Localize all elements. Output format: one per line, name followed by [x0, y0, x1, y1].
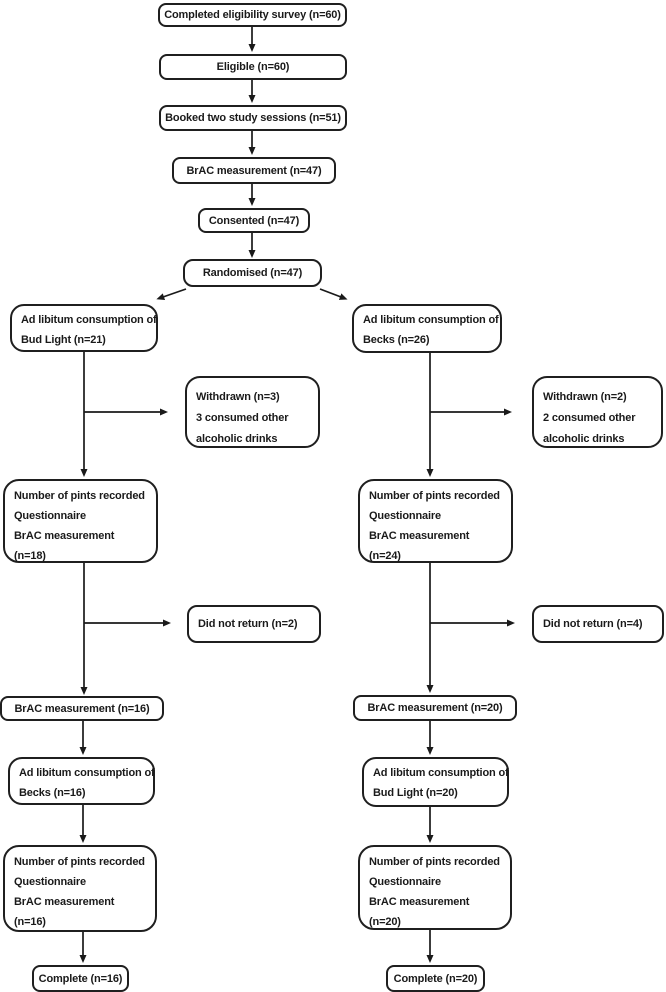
flow-box-line: Ad libitum consumption of — [21, 314, 157, 326]
flow-box-adlib-becks-26: Ad libitum consumption of Becks (n=26) — [352, 304, 502, 353]
flow-box-line: Becks (n=16) — [19, 787, 86, 799]
flow-box-brac-measurement-47: BrAC measurement (n=47) — [172, 157, 336, 184]
flow-box-brac-measurement-20: BrAC measurement (n=20) — [353, 695, 517, 721]
flow-box-adlib-becks-16: Ad libitum consumption of Becks (n=16) — [8, 757, 155, 805]
flow-box-line: 3 consumed other — [196, 412, 289, 424]
flow-box-pints-20: Number of pints recorded Questionnaire B… — [358, 845, 512, 930]
flow-box-line: (n=24) — [369, 550, 401, 562]
flow-box-line: alcoholic drinks — [196, 433, 278, 445]
flow-box-consented: Consented (n=47) — [198, 208, 310, 233]
flow-box-line: (n=20) — [369, 916, 401, 928]
flow-box-line: Number of pints recorded — [369, 490, 500, 502]
arrow-randomised-to-becks26 — [319, 288, 348, 300]
flow-box-withdrawn-2: Withdrawn (n=2) 2 consumed other alcohol… — [532, 376, 663, 448]
flow-box-line: (n=16) — [14, 916, 46, 928]
arrow-randomised-to-budlight21 — [156, 288, 187, 300]
flow-box-line: Questionnaire — [14, 510, 87, 522]
flow-box-line: BrAC measurement — [14, 530, 115, 542]
flow-box-line: Ad libitum consumption of — [19, 767, 155, 779]
flow-box-line: (n=18) — [14, 550, 46, 562]
flow-box-pints-16: Number of pints recorded Questionnaire B… — [3, 845, 157, 932]
flow-box-line: Ad libitum consumption of — [373, 767, 509, 779]
flow-box-adlib-budlight-20: Ad libitum consumption of Bud Light (n=2… — [362, 757, 509, 807]
flow-box-line: BrAC measurement — [14, 896, 115, 908]
flow-box-randomised: Randomised (n=47) — [183, 259, 322, 287]
flow-box-complete-20: Complete (n=20) — [386, 965, 485, 992]
flow-box-complete-16: Complete (n=16) — [32, 965, 129, 992]
flow-box-line: alcoholic drinks — [543, 433, 625, 445]
flow-box-withdrawn-3: Withdrawn (n=3) 3 consumed other alcohol… — [185, 376, 320, 448]
flow-box-line: Number of pints recorded — [369, 856, 500, 868]
flow-box-pints-24: Number of pints recorded Questionnaire B… — [358, 479, 513, 563]
flow-box-line: BrAC measurement — [369, 530, 470, 542]
flow-box-line: Questionnaire — [369, 876, 442, 888]
flow-box-pints-18: Number of pints recorded Questionnaire B… — [3, 479, 158, 563]
flow-box-line: Withdrawn (n=3) — [196, 391, 280, 403]
flow-box-line: Withdrawn (n=2) — [543, 391, 627, 403]
flow-box-completed-survey: Completed eligibility survey (n=60) — [158, 3, 347, 27]
flow-box-line: Bud Light (n=20) — [373, 787, 458, 799]
flow-box-line: Questionnaire — [369, 510, 442, 522]
flow-box-booked-sessions: Booked two study sessions (n=51) — [159, 105, 347, 131]
flow-box-did-not-return-2: Did not return (n=2) — [187, 605, 321, 643]
flow-box-line: Becks (n=26) — [363, 334, 430, 346]
flow-box-line: Ad libitum consumption of — [363, 314, 499, 326]
flow-box-adlib-budlight-21: Ad libitum consumption of Bud Light (n=2… — [10, 304, 158, 352]
flow-box-line: Number of pints recorded — [14, 490, 145, 502]
flow-box-line: Questionnaire — [14, 876, 87, 888]
flow-box-eligible: Eligible (n=60) — [159, 54, 347, 80]
flow-box-did-not-return-4: Did not return (n=4) — [532, 605, 664, 643]
flow-box-brac-measurement-16: BrAC measurement (n=16) — [0, 696, 164, 721]
flow-box-line: Bud Light (n=21) — [21, 334, 106, 346]
flow-box-line: 2 consumed other — [543, 412, 636, 424]
flow-box-line: BrAC measurement — [369, 896, 470, 908]
flow-box-line: Number of pints recorded — [14, 856, 145, 868]
